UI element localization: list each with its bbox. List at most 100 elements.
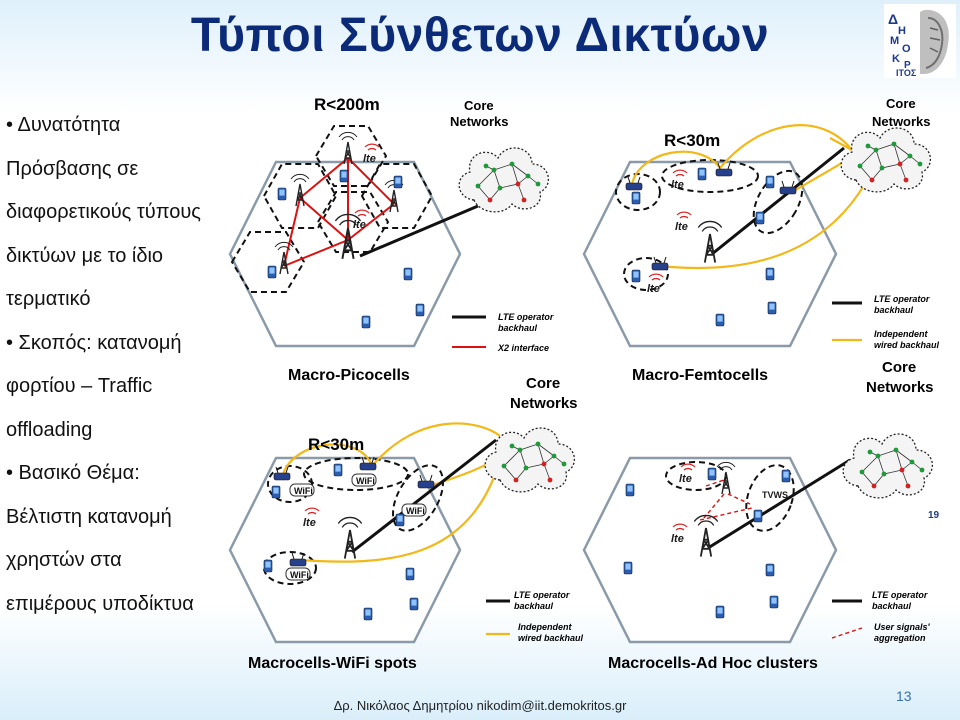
legend-text: backhaul bbox=[498, 323, 538, 333]
core-network-cloud-icon bbox=[458, 147, 550, 213]
figure-number: 19 bbox=[928, 510, 940, 521]
core-networks-label: Core bbox=[464, 98, 494, 113]
diagram-label: Macrocells-WiFi spots bbox=[248, 655, 417, 672]
phone-icon bbox=[267, 265, 277, 279]
phone-icon bbox=[755, 211, 765, 225]
core-network-cloud-icon bbox=[842, 433, 934, 499]
svg-text:Η: Η bbox=[898, 25, 906, 37]
phone-icon bbox=[393, 175, 403, 189]
core-networks-label: Networks bbox=[872, 114, 931, 129]
svg-text:Δ: Δ bbox=[888, 11, 898, 27]
bullet-line: • Σκοπός: κατανομή bbox=[6, 331, 182, 354]
bullet-line: Πρόσβασης σε bbox=[6, 157, 139, 180]
bullet-list: • Δυνατότητα Πρόσβασης σε διαφορετικούς … bbox=[6, 104, 254, 626]
legend-text: LTE operator bbox=[872, 590, 928, 600]
legend-text: wired backhaul bbox=[874, 340, 940, 350]
phone-icon bbox=[395, 513, 405, 527]
bullet-line: • Βασικό Θέμα: bbox=[6, 462, 140, 484]
macro-picocells-diagram: Core Networks R<200m LTE operator backha… bbox=[228, 95, 554, 384]
backhaul-line bbox=[359, 204, 479, 258]
phone-icon bbox=[697, 167, 707, 181]
macrocell-hexagon bbox=[228, 160, 462, 348]
phone-icon bbox=[765, 267, 775, 281]
phone-icon bbox=[333, 463, 343, 477]
diagram-label: Macrocells-Ad Hoc clusters bbox=[608, 655, 818, 672]
phone-icon bbox=[767, 301, 777, 315]
slide-title: Τύποι Σύνθετων Δικτύων bbox=[190, 9, 770, 62]
svg-text:Κ: Κ bbox=[892, 53, 900, 65]
wifi-router-icon bbox=[417, 474, 435, 489]
footer-author: Δρ. Νικόλαος Δημητρίου nikodim@iit.demok… bbox=[333, 698, 627, 713]
phone-icon bbox=[765, 175, 775, 189]
core-networks-label: Core bbox=[526, 375, 560, 392]
bullet-line: χρηστών στα bbox=[6, 549, 122, 571]
legend-text: backhaul bbox=[874, 305, 914, 315]
backhaul-line bbox=[707, 458, 851, 550]
wifi-badge-icon bbox=[289, 483, 315, 497]
core-networks-label: Networks bbox=[510, 395, 578, 412]
legend-text: LTE operator bbox=[514, 590, 570, 600]
macrocell-hexagon bbox=[228, 456, 462, 644]
bullet-line: επιμέρους υποδίκτυα bbox=[6, 592, 194, 615]
phone-icon bbox=[409, 597, 419, 611]
wifi-badge-icon bbox=[401, 503, 427, 517]
legend-text: wired backhaul bbox=[518, 633, 584, 643]
legend-text: backhaul bbox=[872, 601, 912, 611]
bullet-line: δικτύων με το ίδιο bbox=[6, 244, 164, 267]
macro-femtocells-diagram: Core Networks R<30m LTE operator backhau… bbox=[582, 96, 940, 384]
svg-text:ΙΤΟΣ: ΙΤΟΣ bbox=[896, 68, 917, 78]
legend-text: Independent bbox=[874, 329, 929, 339]
adhoc-cluster-ellipses bbox=[665, 461, 795, 532]
phone-icon bbox=[631, 269, 641, 283]
core-network-cloud-icon bbox=[840, 127, 932, 193]
phone-icon bbox=[361, 315, 371, 329]
backhaul-line bbox=[711, 146, 845, 256]
legend-text: Independent bbox=[518, 622, 573, 632]
bullet-line: φορτίου – Traffic bbox=[6, 375, 153, 397]
legend-text: LTE operator bbox=[498, 312, 554, 322]
bullet-line: Βέλτιστη κατανομή bbox=[6, 505, 172, 528]
core-networks-label: Core bbox=[886, 96, 916, 111]
phone-icon bbox=[707, 467, 717, 481]
wifi-spot-ellipses bbox=[263, 457, 444, 585]
phone-icon bbox=[271, 485, 281, 499]
bullet-line: • Δυνατότητα bbox=[6, 114, 121, 136]
legend-text: aggregation bbox=[874, 633, 926, 643]
phone-icon bbox=[363, 607, 373, 621]
backhaul-line bbox=[351, 438, 497, 554]
bullet-line: διαφορετικούς τύπους bbox=[6, 201, 201, 223]
phone-icon bbox=[715, 313, 725, 327]
diagram-label: Macro-Femtocells bbox=[632, 367, 768, 384]
phone-icon bbox=[781, 469, 791, 483]
user-signal-aggregation bbox=[699, 479, 753, 521]
macrocells-wifi-diagram: R<30m LTE operator backhaul Independent … bbox=[228, 422, 584, 672]
phone-icon bbox=[753, 509, 763, 523]
phone-icon bbox=[631, 191, 641, 205]
svg-text:Μ: Μ bbox=[890, 35, 899, 47]
phone-icon bbox=[339, 169, 349, 183]
wifi-badge-icon bbox=[351, 473, 377, 487]
legend-text: X2 interface bbox=[497, 343, 549, 353]
picocell-hexagons bbox=[230, 125, 434, 293]
phone-icon bbox=[415, 303, 425, 317]
radius-label: R<200m bbox=[314, 95, 380, 114]
legend-text: User signals' bbox=[874, 622, 931, 632]
core-networks-label: Networks bbox=[866, 379, 934, 396]
tvws-label: TVWS bbox=[762, 490, 788, 500]
macrocells-adhoc-diagram: TVWS 19 LTE operator backhaul User signa… bbox=[582, 433, 940, 672]
bullet-line: offloading bbox=[6, 418, 93, 441]
radius-label: R<30m bbox=[664, 131, 720, 150]
phone-icon bbox=[715, 605, 725, 619]
bullet-line: τερματικό bbox=[6, 288, 91, 310]
phone-icon bbox=[625, 483, 635, 497]
diagram-label: Macro-Picocells bbox=[288, 367, 410, 384]
legend-text: backhaul bbox=[514, 601, 554, 611]
democritos-logo: Δ Η Μ Ο Κ Ρ ΙΤΟΣ bbox=[884, 4, 956, 78]
core-networks-label: Networks bbox=[450, 114, 509, 129]
phone-icon bbox=[405, 567, 415, 581]
core-networks-label: Core bbox=[882, 359, 916, 376]
core-network-cloud-icon bbox=[484, 427, 576, 493]
phone-icon bbox=[403, 267, 413, 281]
wifi-badge-icon bbox=[285, 567, 311, 581]
